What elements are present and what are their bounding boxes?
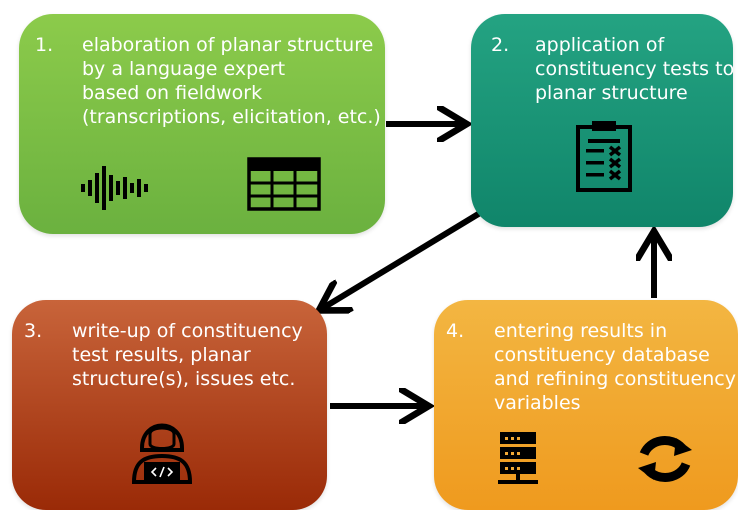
person-laptop-code-icon xyxy=(131,423,193,484)
step-1-text: elaboration of planar structure by a lan… xyxy=(82,33,381,129)
step-3-text: write-up of constituency test results, p… xyxy=(72,319,303,391)
step-2-line-1: application of xyxy=(535,34,665,56)
step-2-number: 2. xyxy=(491,34,510,56)
step-4-line-2: constituency database xyxy=(494,344,710,366)
step-2-line-3: planar structure xyxy=(535,82,688,104)
step-3-number: 3. xyxy=(24,320,43,342)
step-4-number: 4. xyxy=(446,320,465,342)
step-2-box: 2. application of constituency tests to … xyxy=(471,14,734,227)
step-3-line-1: write-up of constituency xyxy=(72,320,303,342)
database-server-icon xyxy=(498,432,538,484)
step-1-line-3: based on fieldwork xyxy=(82,82,263,104)
checklist-clipboard-icon xyxy=(576,121,632,192)
step-1-number: 1. xyxy=(35,34,54,56)
step-3-line-3: structure(s), issues etc. xyxy=(72,368,296,390)
step-1-box: 1. elaboration of planar structure by a … xyxy=(19,14,385,234)
step-2-text: application of constituency tests to pla… xyxy=(535,33,734,105)
step-4-text: entering results in constituency databas… xyxy=(494,319,736,415)
step-2-line-2: constituency tests to xyxy=(535,58,735,80)
refresh-sync-icon xyxy=(638,436,692,482)
step-1-line-1: elaboration of planar structure xyxy=(82,34,374,56)
arrow-2-to-3 xyxy=(323,210,482,308)
step-4-line-1: entering results in xyxy=(494,320,668,342)
audio-waveform-icon xyxy=(81,166,148,210)
step-4-box: 4. entering results in constituency data… xyxy=(434,300,738,510)
step-3-line-2: test results, planar xyxy=(72,344,251,366)
table-grid-icon xyxy=(247,157,321,211)
step-1-line-2: by a language expert xyxy=(82,58,286,80)
step-3-box: 3. write-up of constituency test results… xyxy=(12,300,327,510)
step-1-line-4: (transcriptions, elicitation, etc.) xyxy=(82,106,381,128)
step-4-line-4: variables xyxy=(494,392,581,414)
step-4-line-3: and refining constituency xyxy=(494,368,736,390)
